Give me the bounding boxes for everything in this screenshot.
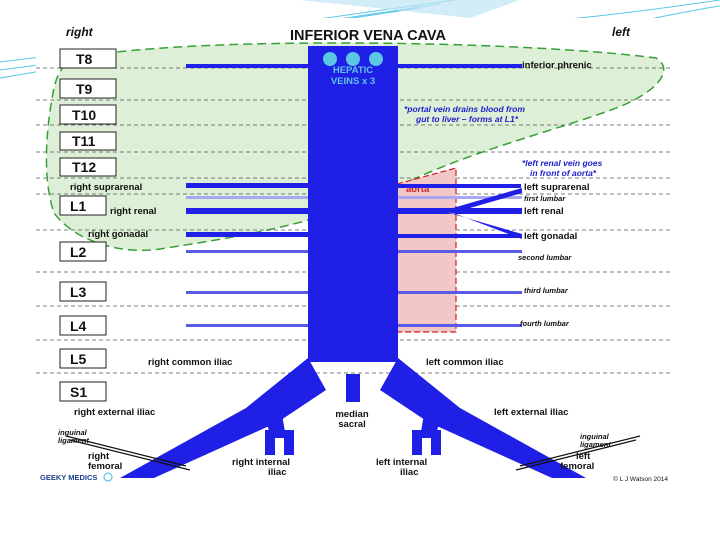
- left-suprarenal-label: left suprarenal: [524, 182, 589, 193]
- right-internal-iliac-label-2: iliac: [268, 467, 287, 478]
- inguinal-left-label-2: ligament: [580, 440, 611, 449]
- side-left-label: left: [612, 25, 631, 39]
- vertebra-l3: L3: [70, 284, 87, 300]
- vertebra-l5: L5: [70, 351, 87, 367]
- right-renal-vein: [186, 208, 316, 214]
- left-renal-label: left renal: [524, 206, 564, 217]
- vertebra-s1: S1: [70, 384, 87, 400]
- portal-note-2: gut to liver – forms at L1*: [415, 114, 519, 124]
- renal-note-2: in front of aorta*: [530, 168, 597, 178]
- side-right-label: right: [66, 25, 94, 39]
- second-lumbar-label: second lumbar: [518, 253, 572, 262]
- vertebra-l1: L1: [70, 198, 87, 214]
- renal-note-1: *left renal vein goes: [522, 158, 603, 168]
- right-external-iliac-label: right external iliac: [74, 407, 155, 418]
- left-common-iliac-label: left common iliac: [426, 357, 504, 368]
- right-renal-label: right renal: [110, 206, 156, 217]
- left-suprarenal-vein: [391, 184, 521, 188]
- fourth-lumbar-label: fourth lumbar: [520, 319, 570, 328]
- vertebra-t10: T10: [72, 107, 96, 123]
- right-gonadal-label: right gonadal: [88, 229, 148, 240]
- vertebra-t12: T12: [72, 159, 96, 175]
- left-femoral-label-2: femoral: [560, 461, 594, 472]
- left-gonadal-label: left gonadal: [524, 231, 577, 242]
- logo-text: GEEKY MEDICS: [40, 473, 97, 482]
- left-external-iliac-label: left external iliac: [494, 407, 568, 418]
- hepatic-veins: [323, 52, 383, 66]
- right-common-iliac-label: right common iliac: [148, 357, 232, 368]
- third-lumbar-label: third lumbar: [524, 286, 569, 295]
- left-internal-iliac-label-2: iliac: [400, 467, 419, 478]
- inferior-phrenic-label: inferior phrenic: [522, 60, 592, 71]
- left-gonadal-vein: [391, 234, 521, 238]
- vertebra-l2: L2: [70, 244, 87, 260]
- hepatic-label-2: VEINS x 3: [331, 76, 375, 87]
- hepatic-label-1: HEPATIC: [333, 65, 373, 76]
- vertebra-t11: T11: [72, 133, 96, 149]
- right-suprarenal-label: right suprarenal: [70, 182, 142, 193]
- median-sacral-label-2: sacral: [338, 419, 365, 430]
- first-lumbar-label: first lumbar: [524, 194, 566, 203]
- page-title: INFERIOR VENA CAVA: [290, 28, 447, 44]
- diagram-panel: T8 T9 T10 T11 T12 L1 L2 L3 L4 L5 S1 aort…: [36, 18, 672, 484]
- inguinal-right-label-2: ligament: [58, 436, 89, 445]
- vertebra-t9: T9: [76, 81, 93, 97]
- vertebra-l4: L4: [70, 318, 87, 334]
- right-gonadal-vein: [186, 232, 316, 237]
- geeky-medics-logo: GEEKY MEDICS: [40, 473, 112, 482]
- copyright: © L J Watson 2014: [613, 475, 668, 483]
- portal-note-1: *portal vein drains blood from: [404, 104, 525, 114]
- right-suprarenal-vein: [186, 183, 316, 188]
- right-femoral-label-2: femoral: [88, 461, 122, 472]
- ivc-diagram: T8 T9 T10 T11 T12 L1 L2 L3 L4 L5 S1 aort…: [36, 18, 672, 484]
- vertebra-t8: T8: [76, 51, 93, 67]
